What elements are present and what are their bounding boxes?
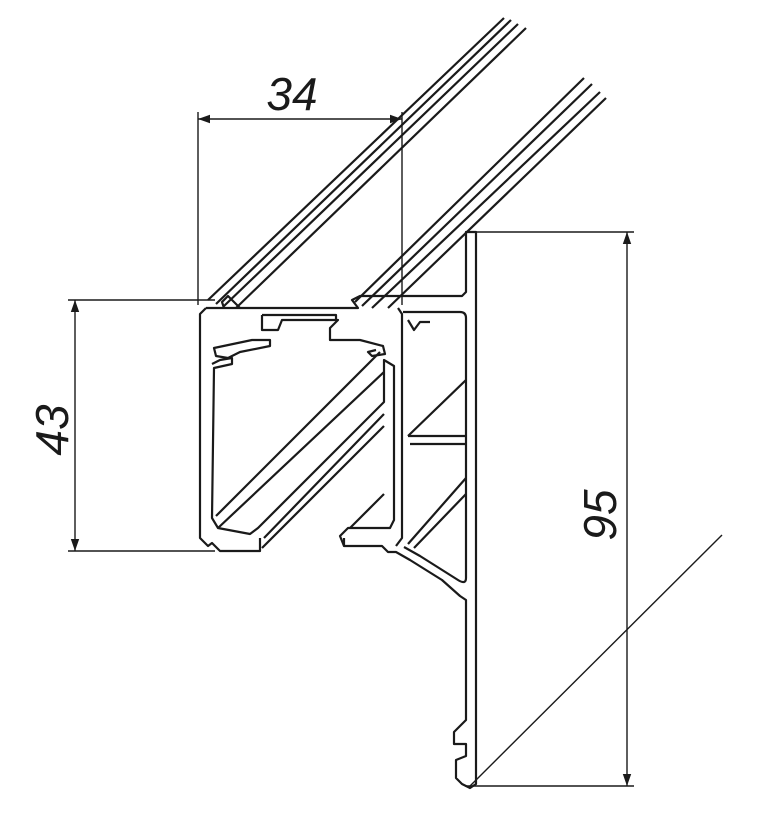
glass-panel-left — [207, 17, 527, 309]
aluminium-profile — [198, 230, 478, 790]
dimension-height-left — [68, 299, 215, 552]
dimension-height-right — [465, 231, 634, 787]
dimension-label-95: 95 — [574, 489, 626, 541]
glass-panel-right — [354, 77, 607, 309]
dimension-width — [197, 112, 403, 305]
wall-line — [469, 534, 723, 787]
dimension-label-43: 43 — [26, 404, 78, 456]
dimension-label-34: 34 — [266, 68, 317, 120]
